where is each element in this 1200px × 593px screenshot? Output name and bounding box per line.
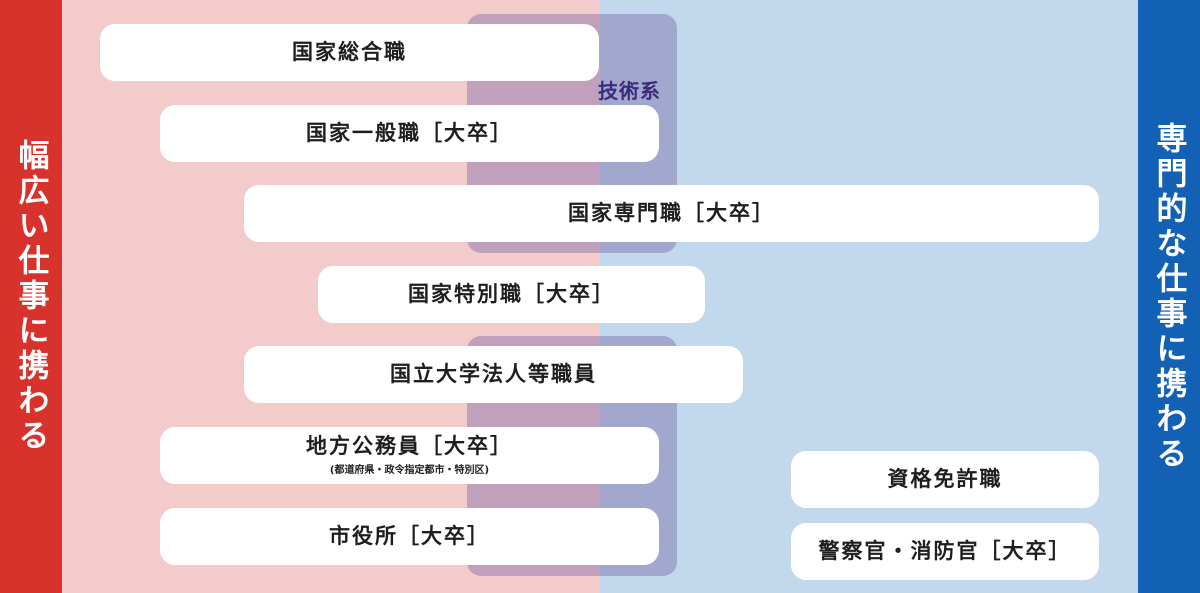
specialized-work-axis-bar: 専門的な仕事に携わる <box>1138 0 1200 593</box>
job-box-local-government: 地方公務員［大卒］ (都道府県・政令指定都市・特別区) <box>160 427 659 484</box>
broad-work-label: 幅広い仕事に携わる <box>12 139 49 454</box>
job-box-city-office: 市役所［大卒］ <box>160 508 659 565</box>
job-box-police-fire: 警察官・消防官［大卒］ <box>791 523 1099 580</box>
job-box-licensed-profession: 資格免許職 <box>791 451 1099 508</box>
job-label: 国家専門職［大卒］ <box>568 200 775 225</box>
broad-work-axis-bar: 幅広い仕事に携わる <box>0 0 62 593</box>
job-note: (都道府県・政令指定都市・特別区) <box>329 465 490 477</box>
job-label: 国家一般職［大卒］ <box>306 120 513 145</box>
job-label: 国立大学法人等職員 <box>390 361 597 386</box>
technical-label: 技術系 <box>598 79 661 103</box>
job-box-national-special: 国家特別職［大卒］ <box>318 266 705 323</box>
job-box-national-specialist: 国家専門職［大卒］ <box>244 185 1099 242</box>
job-label: 資格免許職 <box>887 466 1003 491</box>
job-box-national-general: 国家一般職［大卒］ <box>160 105 659 162</box>
job-label: 地方公務員［大卒］ <box>306 433 513 458</box>
job-label: 国家総合職 <box>292 39 407 64</box>
job-box-national-university-staff: 国立大学法人等職員 <box>244 346 743 403</box>
specialized-work-label: 専門的な仕事に携わる <box>1150 121 1187 472</box>
job-box-national-comprehensive: 国家総合職 <box>100 24 599 81</box>
job-label: 市役所［大卒］ <box>329 523 490 548</box>
job-label: 警察官・消防官［大卒］ <box>818 538 1072 563</box>
job-label: 国家特別職［大卒］ <box>408 281 615 306</box>
